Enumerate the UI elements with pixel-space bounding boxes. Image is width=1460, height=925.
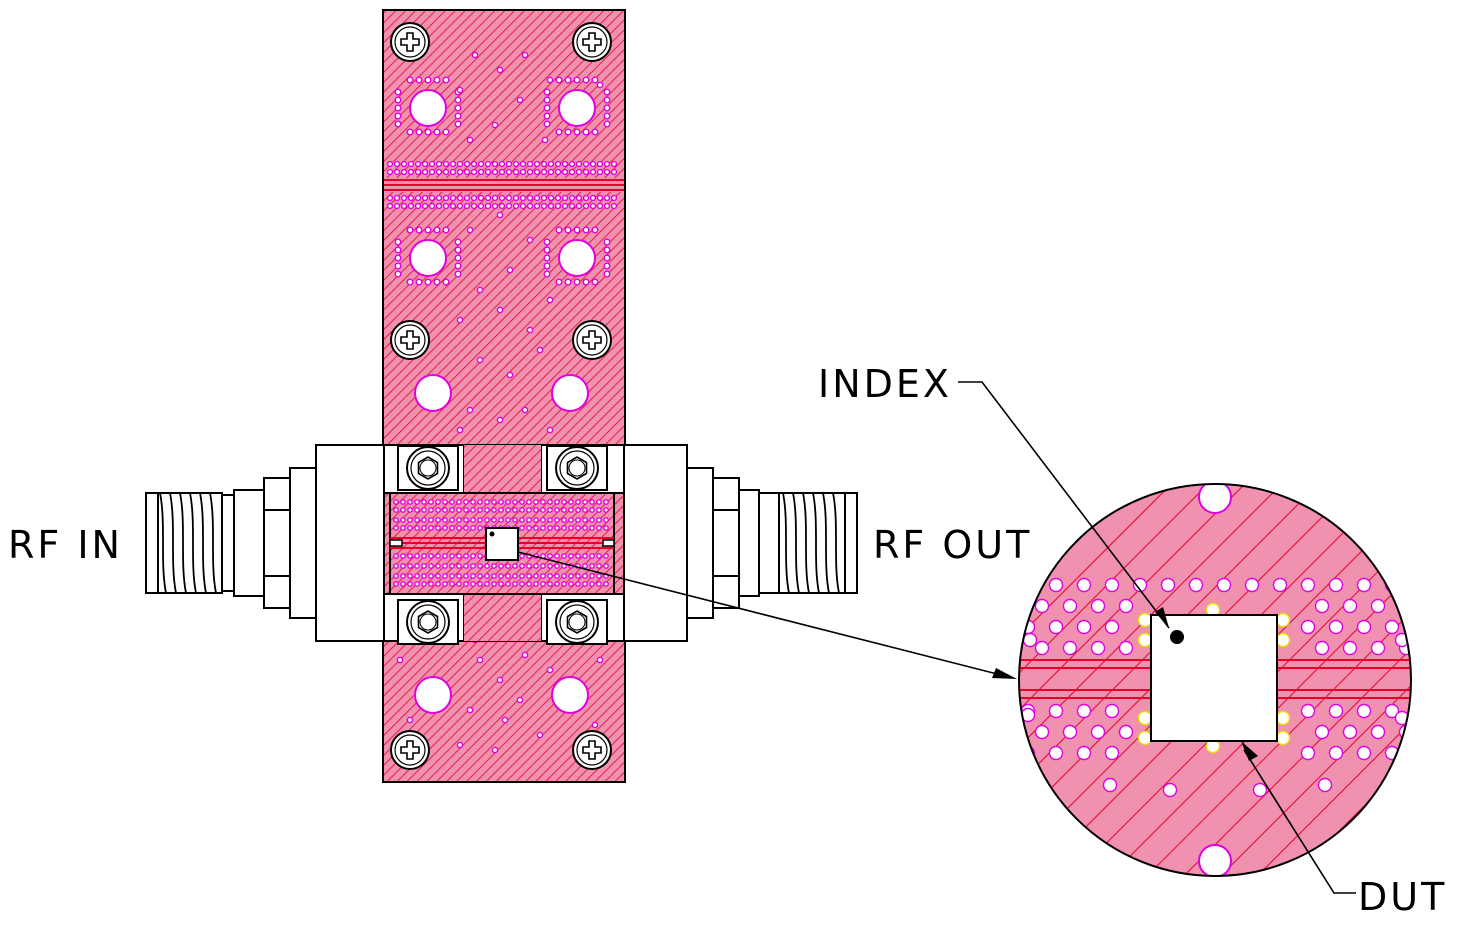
index-leader [958, 381, 1170, 629]
dut-label: DUT [1358, 875, 1447, 919]
right-clamp-block [623, 444, 688, 642]
index-label: INDEX [818, 362, 952, 406]
board-clearance-holes [409, 89, 596, 714]
leader-lines [517, 381, 1356, 894]
detail-dut-body [1150, 614, 1278, 742]
rf-in-label: RF IN [8, 523, 123, 567]
window-via-rows [393, 499, 609, 587]
rf-in-connector [145, 467, 317, 619]
left-clamp-block [315, 444, 385, 642]
board-mounting-screws [390, 22, 612, 770]
fixture-body [315, 444, 688, 645]
detail-callout-leader [517, 551, 1006, 677]
detail-index-dot [1170, 630, 1184, 644]
board-via-field [386, 51, 618, 754]
board-transmission-band [384, 178, 624, 192]
pcb-board [382, 9, 626, 783]
dut-index-dot [489, 531, 495, 537]
dut-leader [1243, 749, 1356, 894]
leader-arrowheads [992, 607, 1258, 761]
detail-dut-pads [1137, 602, 1291, 754]
rf-out-label: RF OUT [873, 523, 1032, 567]
clamp-hex-screws [397, 445, 608, 645]
rf-out-connector [686, 467, 858, 619]
dut-detail-view [1018, 483, 1412, 877]
detail-circle-outline [1018, 483, 1412, 877]
